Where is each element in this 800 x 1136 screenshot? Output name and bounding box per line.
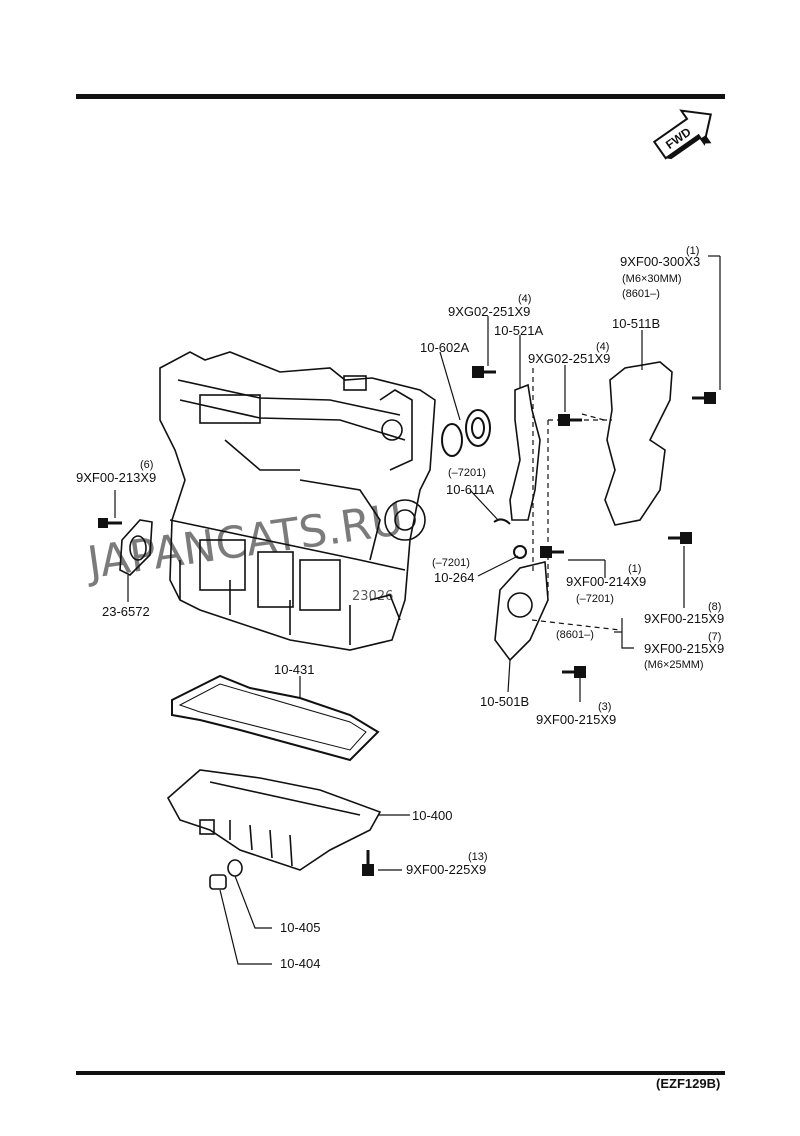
drain-plug-drawing — [209, 859, 243, 890]
part-number-label: 10-511B — [612, 316, 660, 331]
bolt-icon — [362, 850, 374, 876]
bracket-drawing — [509, 383, 541, 521]
oil-pan-gasket-drawing — [171, 674, 380, 762]
part-labels: (1) 9XF00-300X3 (M6×30MM) (8601–) 10-511… — [76, 245, 724, 971]
part-number-label: 10-400 — [412, 808, 452, 823]
oil-seal-drawing — [441, 409, 491, 457]
bolt-icon — [540, 546, 564, 558]
bolt-icon — [692, 392, 716, 404]
qty-label: (13) — [468, 851, 488, 863]
qty-label: (4) — [596, 341, 609, 353]
spec-label: (–7201) — [576, 593, 614, 605]
spec-label: (–7201) — [432, 557, 470, 569]
part-number-label: 9XF00-215X9 — [644, 641, 724, 656]
washer-icon — [513, 545, 527, 559]
qty-label: (8) — [708, 601, 721, 613]
engine-block-drawing — [159, 351, 436, 651]
leader-lines — [114, 255, 721, 965]
qty-label: (4) — [518, 293, 531, 305]
watermark-text: JAPANCATS.RU — [81, 494, 406, 589]
part-number-label: 10-431 — [274, 662, 314, 677]
part-number-label: 23-6572 — [102, 604, 150, 619]
bolt-icon — [668, 532, 692, 544]
spec-label: (M6×30MM) — [622, 273, 682, 285]
oil-pan-drawing — [166, 769, 382, 871]
fwd-arrow-icon: FWD — [652, 109, 713, 160]
qty-label: (7) — [708, 631, 721, 643]
part-number-label: 9XF00-225X9 — [406, 862, 486, 877]
bolt-icon — [98, 518, 122, 528]
bolt-icon — [562, 666, 586, 678]
spec-label: (8601–) — [622, 288, 660, 300]
part-number-label: 10-521A — [494, 323, 543, 338]
spec-label: (8601–) — [556, 629, 594, 641]
part-number-label: 10-264 — [434, 570, 474, 585]
part-number-label: 10-611A — [446, 482, 495, 497]
page-code: (EZF129B) — [656, 1076, 720, 1091]
spec-label: (M6×25MM) — [644, 659, 704, 671]
part-number-label: 9XF00-215X9 — [536, 712, 616, 727]
qty-label: (3) — [598, 701, 611, 713]
rear-cover-drawing — [119, 519, 153, 576]
part-number-label: 10-501B — [480, 694, 529, 709]
lower-cover-drawing — [494, 561, 549, 662]
clip-icon — [493, 518, 511, 525]
part-number-label: 9XG02-251X9 — [528, 351, 610, 366]
spec-label: (–7201) — [448, 467, 486, 479]
part-number-label: 9XF00-300X3 — [620, 254, 700, 269]
part-number-label: 10-405 — [280, 920, 320, 935]
part-number-label: 9XF00-215X9 — [644, 611, 724, 626]
qty-label: (1) — [686, 245, 699, 257]
watermark-small: 23026 — [352, 589, 393, 604]
upper-cover-drawing — [604, 361, 673, 526]
part-number-label: 9XF00-213X9 — [76, 470, 156, 485]
part-number-label: 10-404 — [280, 956, 320, 971]
part-number-label: 9XG02-251X9 — [448, 304, 530, 319]
footer-rule — [76, 1071, 725, 1075]
qty-label: (6) — [140, 459, 153, 471]
header-rule — [76, 94, 725, 99]
part-number-label: 10-602A — [420, 340, 469, 355]
qty-label: (1) — [628, 563, 641, 575]
bolt-icon — [472, 366, 496, 378]
part-number-label: 9XF00-214X9 — [566, 574, 646, 589]
